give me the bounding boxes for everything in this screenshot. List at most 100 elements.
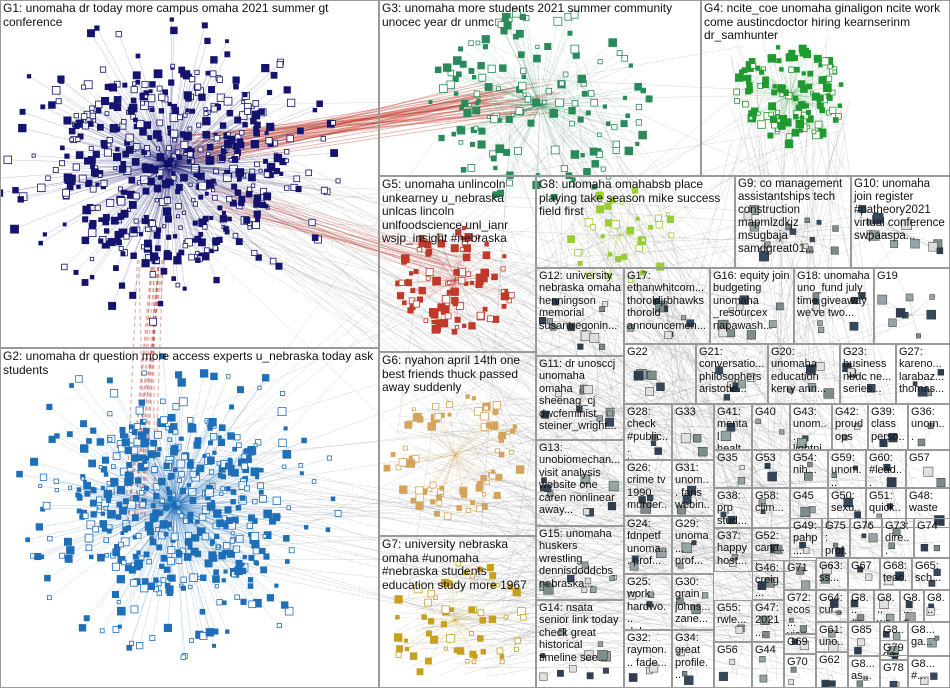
group-label: G15: unomaha huskers wrestling dennisdod…: [539, 528, 621, 590]
group-panel-g8s: G8... #...: [908, 656, 950, 688]
group-label: G25: work hardwo... rl_hoop...: [627, 576, 669, 630]
group-panel-g10: G10: unomaha join register #patheory2021…: [851, 176, 950, 268]
group-panel-g76: G76: [850, 518, 882, 558]
group-panel-g29: G29: unoma... prof...: [672, 516, 714, 574]
group-label: G24: fdnpetf unoma... prof...: [627, 518, 669, 568]
group-label: G68: teac...: [883, 560, 909, 590]
group-label: G39: class perso...: [871, 406, 905, 450]
group-label: G23: business nbdc ne... series...: [843, 346, 893, 396]
group-panel-g54: G54: nih...: [790, 450, 828, 488]
group-label: G6: nyahon april 14th one best friends t…: [382, 354, 533, 395]
group-label: G16: equity join budgeting unomaha _reso…: [713, 270, 791, 332]
group-panel-g3: G3: unomaha more students 2021 summer co…: [379, 0, 701, 176]
group-panel-g57: G57: [906, 450, 950, 488]
group-panel-g23: G23: business nbdc ne... series...: [840, 344, 896, 404]
group-label: G62: [819, 654, 845, 666]
group-panel-g32: G32: raymon... fade...: [624, 630, 672, 688]
group-panel-g28: G28: check #public... tenure...: [624, 404, 672, 460]
group-label: G12: university nebraska omaha henningso…: [539, 270, 621, 332]
group-label: G56: [717, 644, 749, 656]
group-label: G5: unomaha unlincoln unkearney u_nebras…: [382, 178, 533, 246]
group-label: G37: happy host...: [717, 530, 749, 567]
group-panel-g21: G21: conversatio... philosophers aristot…: [696, 344, 768, 404]
group-label: G54: nih...: [793, 452, 825, 477]
group-label: G3: unomaha more students 2021 summer co…: [382, 2, 698, 29]
group-label: G69: [787, 636, 813, 648]
group-panel-g8v: G8... as...: [848, 656, 880, 688]
group-label: G48: waste: [909, 490, 947, 515]
group-panel-g65: G65: sch...: [912, 558, 950, 590]
group-panel-g17: G17: ethanwhitcom... thoroldjrbhawks tho…: [624, 268, 710, 344]
group-panel-g8: G8: unomaha omahabsb place playing take …: [536, 176, 735, 268]
group-label: G29: unoma... prof...: [675, 518, 711, 568]
group-label: G64: cur...: [819, 592, 845, 617]
group-panel-g73: G73: dire...: [882, 518, 914, 558]
group-panel-g2: G2: unomaha dr question more access expe…: [0, 348, 379, 688]
group-label: G44: [755, 644, 781, 656]
group-label: G20: unomaha education kerry ann...: [771, 346, 837, 396]
group-panel-g7: G7: university nebraska omaha #unomaha #…: [379, 536, 536, 688]
group-panel-g72: G72: ecos... visp...: [784, 590, 816, 634]
group-panel-g41: G41: mental healt...: [714, 404, 752, 450]
group-panel-g39: G39: class perso...: [868, 404, 908, 450]
group-label: G10: unomaha join register #patheory2021…: [854, 178, 947, 243]
group-label: G63: ss...: [819, 560, 845, 585]
group-label: G36: unom...: [911, 406, 947, 443]
group-panel-g8t: G8... ga...: [908, 622, 950, 656]
group-label: G43: unom... lightni...: [793, 406, 829, 450]
group-panel-g31: G31: unom... fans webin...: [672, 460, 714, 516]
group-label: G32: raymon... fade...: [627, 632, 669, 669]
group-label: G49: pahp...: [793, 520, 819, 557]
group-panel-g40: G40: [752, 404, 790, 450]
group-panel-g79: G79: [880, 640, 908, 660]
group-label: G76: [853, 520, 879, 532]
group-panel-g12: G12: university nebraska omaha henningso…: [536, 268, 624, 356]
group-panel-g15: G15: unomaha huskers wrestling dennisdod…: [536, 526, 624, 600]
group-label: G17: ethanwhitcom... thoroldjrbhawks tho…: [627, 270, 707, 332]
group-panel-g4: G4: ncite_coe unomaha ginaligon ncite wo…: [701, 0, 950, 176]
group-panel-g53: G53: [752, 450, 790, 488]
group-panel-g8z: G8... #...: [900, 590, 924, 622]
group-panel-g78: G78: [880, 660, 908, 688]
group-label: G8: unomaha omahabsb place playing take …: [539, 178, 732, 219]
group-label: G57: [909, 452, 947, 464]
group-label: G22: [627, 346, 693, 358]
group-label: G11: dr unosccj unomaha omaha sheenag_cj…: [539, 358, 621, 433]
group-panel-g19: G19: [874, 268, 950, 344]
group-label: G60: #lead...: [869, 452, 903, 488]
group-panel-g67: G67: [848, 558, 880, 590]
group-label: G8...: [927, 592, 947, 617]
group-label: G2: unomaha dr question more access expe…: [3, 350, 376, 377]
group-label: G58: clim...: [755, 490, 787, 515]
group-panel-g11: G11: dr unosccj unomaha omaha sheenag_cj…: [536, 356, 624, 440]
group-label: G8... wa...: [877, 592, 897, 622]
group-label: G35: [717, 452, 749, 464]
group-panel-g71: G71: [784, 560, 816, 590]
group-panel-g62: G62: [816, 652, 848, 688]
group-label: G19: [877, 270, 947, 282]
group-panel-g75: G75: prof...: [822, 518, 850, 558]
group-label: G31: unom... fans webin...: [675, 462, 711, 516]
group-label: G4: ncite_coe unomaha ginaligon ncite wo…: [704, 2, 947, 43]
group-panel-g47: G47: 2021...: [752, 600, 784, 642]
group-panel-g85: G85: [848, 622, 880, 656]
group-panel-g20: G20: unomaha education kerry ann...: [768, 344, 840, 404]
group-panel-g18: G18: unomaha uno_fund july time giveaway…: [794, 268, 874, 344]
group-label: G85: [851, 624, 877, 636]
group-panel-g49: G49: pahp...: [790, 518, 822, 558]
group-panel-g8w: G8...: [924, 590, 950, 622]
group-panel-g36: G36: unom...: [908, 404, 950, 450]
group-label: G47: 2021...: [755, 602, 781, 639]
group-panel-g60: G60: #lead...: [866, 450, 906, 488]
group-label: G78: [883, 662, 905, 674]
group-panel-g24: G24: fdnpetf unoma... prof...: [624, 516, 672, 574]
group-label: G70: [787, 656, 813, 668]
group-label: G33: [675, 406, 711, 418]
group-panel-g59: G59: unom...: [828, 450, 866, 488]
group-label: G79: [883, 642, 905, 654]
group-panel-g42: G42: proud ops: [832, 404, 868, 450]
group-label: G75: prof...: [825, 520, 847, 558]
group-panel-g56: G56: [714, 642, 752, 688]
group-label: G71: [787, 562, 813, 574]
